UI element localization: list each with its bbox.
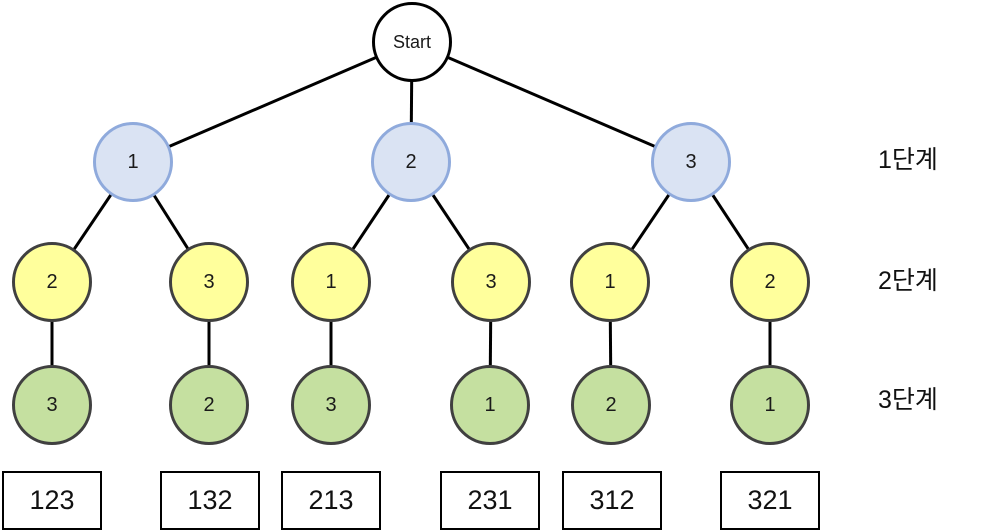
tree-node-l2-5: 2	[730, 242, 810, 322]
stage-label-1: 1단계	[878, 146, 938, 174]
tree-node-label: 3	[685, 150, 697, 173]
tree-node-l3-4: 2	[571, 365, 651, 445]
result-box-5: 321	[720, 471, 820, 530]
tree-node-l1-0: 1	[93, 122, 173, 202]
tree-node-label: 1	[484, 393, 496, 416]
tree-node-label: 1	[325, 270, 337, 293]
tree-node-l1-1: 2	[371, 122, 451, 202]
result-value: 123	[29, 485, 75, 515]
tree-node-label: 2	[405, 150, 417, 173]
tree-node-l2-2: 1	[291, 242, 371, 322]
tree-node-start: Start	[372, 2, 452, 82]
result-value: 132	[187, 485, 233, 515]
tree-node-label: 2	[605, 393, 617, 416]
tree-node-l2-3: 3	[451, 242, 531, 322]
tree-node-l3-2: 3	[291, 365, 371, 445]
tree-node-label: 3	[203, 270, 215, 293]
result-value: 231	[467, 485, 513, 515]
tree-node-label: 1	[604, 270, 616, 293]
tree-node-start-label: Start	[392, 31, 431, 52]
tree-node-label: 1	[764, 393, 776, 416]
tree-node-label: 2	[764, 270, 776, 293]
result-box-2: 213	[281, 471, 381, 530]
edge-start-3	[411, 40, 692, 164]
tree-node-l2-4: 1	[570, 242, 650, 322]
edge-start-1	[132, 40, 413, 164]
tree-node-l3-5: 1	[730, 365, 810, 445]
result-box-3: 231	[440, 471, 540, 530]
tree-node-label: 2	[46, 270, 58, 293]
tree-node-l2-0: 2	[12, 242, 92, 322]
result-box-1: 132	[160, 471, 260, 530]
tree-node-l3-1: 2	[169, 365, 249, 445]
result-value: 321	[747, 485, 793, 515]
tree-node-l1-2: 3	[651, 122, 731, 202]
result-box-4: 312	[562, 471, 662, 530]
tree-node-l3-0: 3	[12, 365, 92, 445]
stage-label-2: 2단계	[878, 267, 938, 295]
result-value: 312	[589, 485, 635, 515]
tree-node-l3-3: 1	[450, 365, 530, 445]
tree-node-label: 3	[325, 393, 337, 416]
tree-node-label: 3	[46, 393, 58, 416]
result-box-0: 123	[2, 471, 102, 530]
result-value: 213	[308, 485, 354, 515]
tree-node-label: 1	[127, 150, 139, 173]
tree-node-label: 3	[485, 270, 497, 293]
stage-label-3: 3단계	[878, 386, 938, 414]
tree-node-label: 2	[203, 393, 215, 416]
tree-node-l2-1: 3	[169, 242, 249, 322]
